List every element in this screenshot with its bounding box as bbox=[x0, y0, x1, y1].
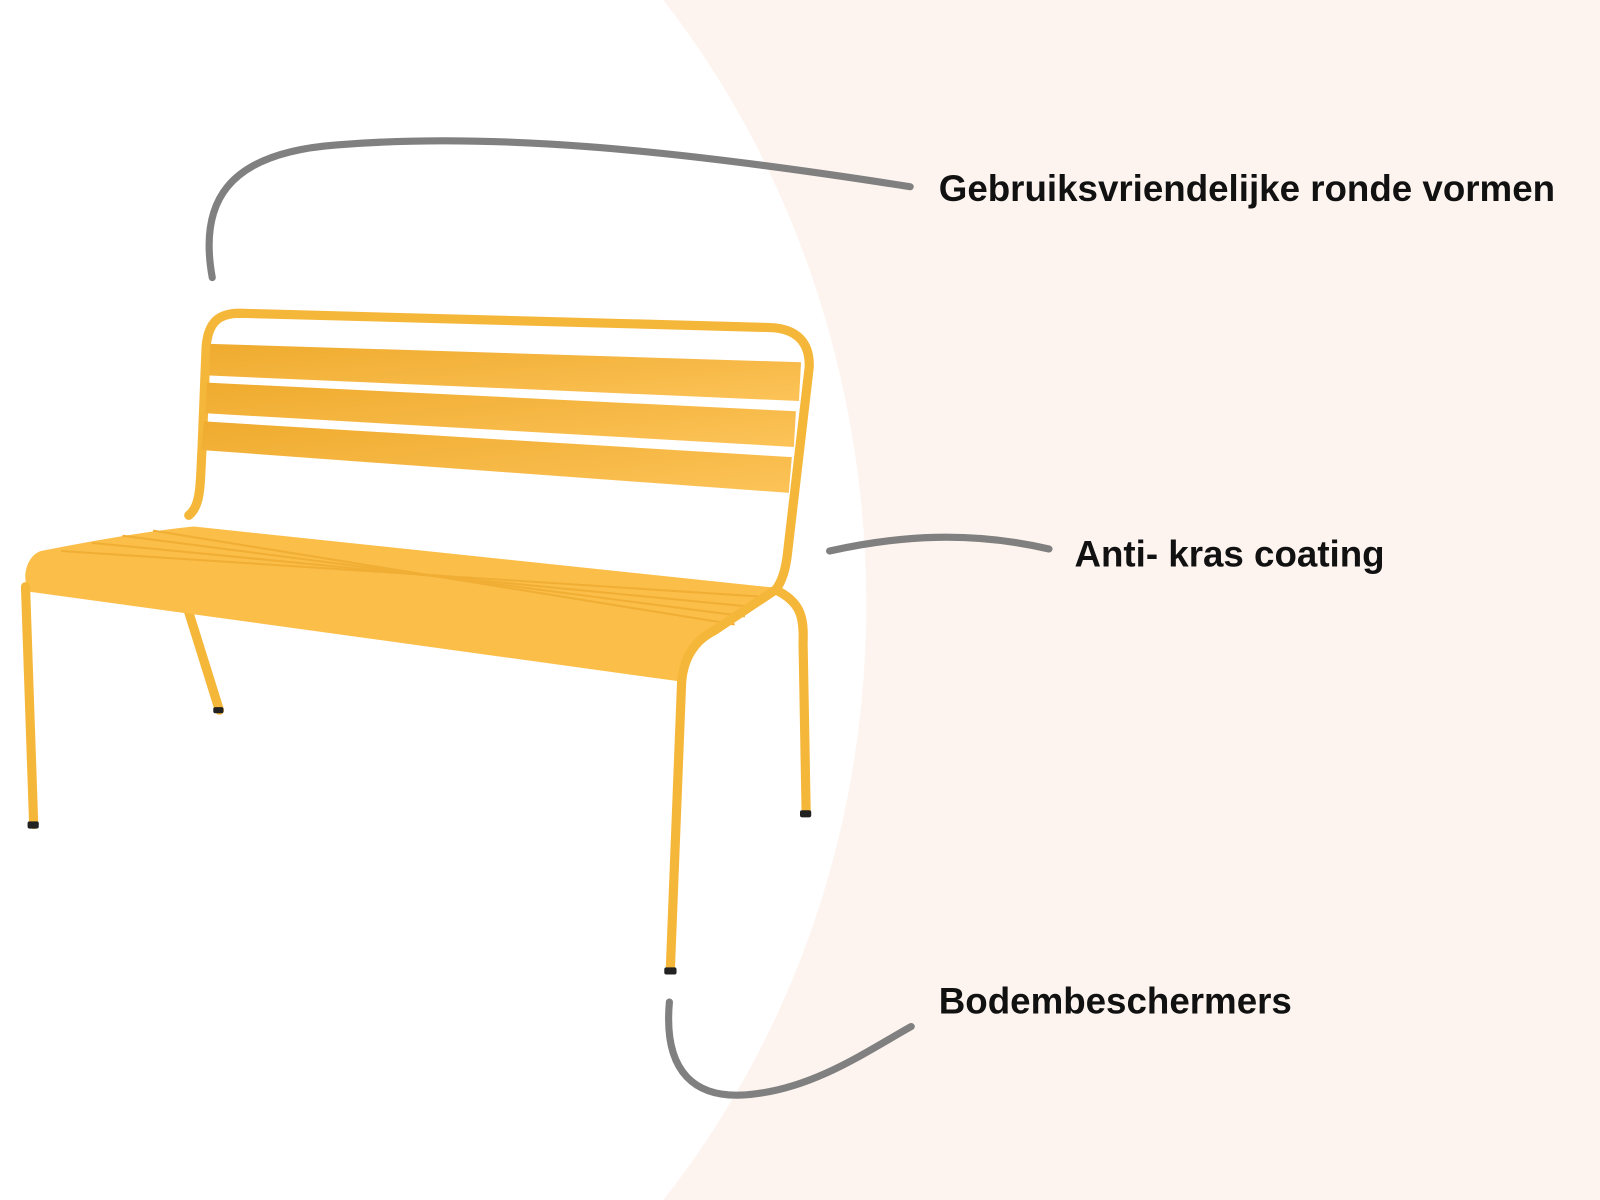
callout-line-floor-protectors bbox=[665, 998, 915, 1099]
floor-protector bbox=[213, 707, 224, 714]
floor-protector bbox=[27, 821, 39, 829]
seat-slat-lines bbox=[61, 529, 766, 626]
floor-protector bbox=[800, 810, 812, 818]
backrest-slat bbox=[209, 343, 802, 402]
callout-line-coating bbox=[826, 533, 1053, 555]
bench-seat-edge bbox=[677, 585, 781, 687]
bench-illustration bbox=[20, 308, 814, 975]
backrest-slat bbox=[205, 382, 796, 447]
feature-label-rounded-shapes: Gebruiksvriendelijke ronde vormen bbox=[939, 168, 1555, 209]
background-arc bbox=[663, 0, 1600, 1200]
bench-backrest-frame bbox=[184, 308, 814, 595]
bench-back-right-leg bbox=[770, 585, 811, 816]
bench-front-left-leg bbox=[20, 582, 39, 830]
feature-label-floor-protectors: Bodembeschermers bbox=[939, 980, 1292, 1021]
backrest-slat bbox=[201, 421, 792, 493]
floor-protector bbox=[664, 967, 677, 975]
bench-seat bbox=[25, 526, 776, 682]
feature-label-anti-scratch: Anti- kras coating bbox=[1074, 533, 1384, 574]
bench-rear-leg bbox=[184, 607, 224, 715]
callout-line-rounded-shapes bbox=[205, 137, 914, 282]
bench-front-right-leg bbox=[665, 677, 687, 972]
